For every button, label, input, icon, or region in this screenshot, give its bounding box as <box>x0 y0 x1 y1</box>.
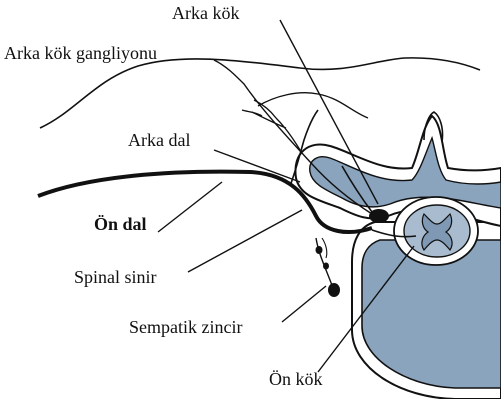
label-spinal-sinir: Spinal sinir <box>74 268 157 286</box>
sympathetic-ganglion-3 <box>328 283 340 297</box>
sympathetic-ganglion-1 <box>316 246 323 254</box>
label-arka-dal: Arka dal <box>128 131 190 149</box>
dorsal-root-ganglion <box>369 209 389 223</box>
leader-on-dal <box>158 182 222 232</box>
posterior-ramus-branch <box>242 100 300 150</box>
sympathetic-ganglion-2 <box>323 263 329 270</box>
label-sempatik-zincir: Sempatik zincir <box>129 318 242 336</box>
rami-communicantes <box>322 238 327 258</box>
leader-arka-dal <box>214 150 300 182</box>
label-on-kok: Ön kök <box>269 370 323 388</box>
label-on-dal: Ön dal <box>94 215 147 233</box>
leader-spinal-sinir <box>188 210 302 272</box>
skin-line <box>40 58 480 128</box>
muscle-contour <box>258 93 368 118</box>
leader-sempatik-zincir <box>282 286 326 322</box>
label-arka-kok-gangliyonu: Arka kök gangliyonu <box>4 44 157 62</box>
label-arka-kok: Arka kök <box>172 4 239 22</box>
